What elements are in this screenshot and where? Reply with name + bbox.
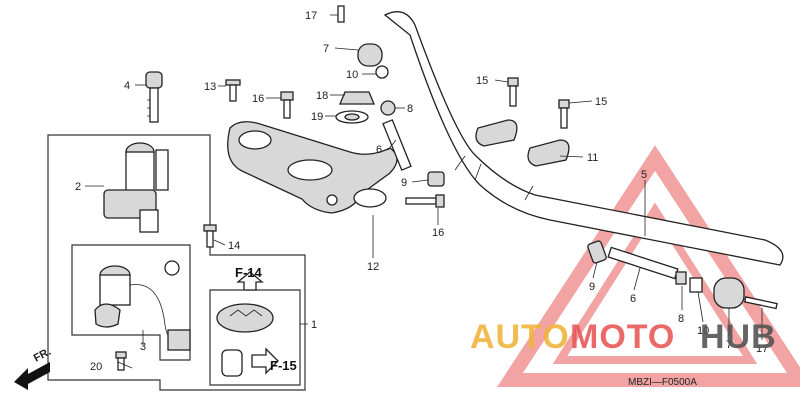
leader-lines [85, 14, 763, 369]
bolt-16-top [280, 91, 294, 119]
callout-10-bottom: 10 [697, 325, 709, 337]
handlebar-holders [475, 77, 570, 167]
callout-19: 19 [311, 111, 323, 123]
watermark-text: AUTO MOTO HUB [470, 318, 777, 356]
top-bridge [227, 121, 398, 214]
ignition-switch-sub-outline [71, 244, 191, 361]
watermark-part-moto: MOTO [570, 318, 675, 356]
callout-20: 20 [90, 361, 102, 373]
callout-2: 2 [75, 181, 81, 193]
front-direction-arrow [14, 362, 50, 390]
diagram-code: MBZI—F0500A [628, 377, 697, 388]
front-direction-label: FR. [32, 346, 53, 365]
watermark-part-hub: HUB [700, 318, 777, 356]
callout-16-side: 16 [432, 227, 444, 239]
screw-20 [115, 351, 127, 371]
callout-13: 13 [204, 81, 216, 93]
bolt-14 [203, 224, 217, 248]
handlebar [383, 11, 784, 266]
callout-8-top: 8 [407, 103, 413, 115]
callout-7-top: 7 [323, 43, 329, 55]
callout-10-top: 10 [346, 69, 358, 81]
callout-16-top: 16 [252, 93, 264, 105]
ref-label-f15: F-15 [270, 358, 297, 373]
callout-17-bottom: 17 [756, 343, 768, 355]
ignition-cap [216, 271, 279, 377]
cap-detail-outline [209, 289, 301, 386]
callout-15-right: 15 [595, 96, 607, 108]
callout-15-left: 15 [476, 75, 488, 87]
callout-7-bottom: 7 [726, 339, 732, 351]
callout-1: 1 [311, 319, 317, 331]
callout-6-bottom: 6 [630, 293, 636, 305]
callout-12: 12 [367, 261, 379, 273]
bolt-16-side [405, 194, 445, 208]
callout-6-top: 6 [376, 144, 382, 156]
callout-8-bottom: 8 [678, 313, 684, 325]
callout-3: 3 [140, 341, 146, 353]
ignition-switch-body [103, 142, 169, 233]
screw-13 [225, 79, 241, 102]
callout-5: 5 [641, 169, 647, 181]
callout-11: 11 [587, 152, 598, 164]
ignition-assembly-outline [47, 134, 306, 391]
callout-18: 18 [316, 90, 328, 102]
bar-end-assembly [587, 240, 778, 310]
callout-9-bottom: 9 [589, 281, 595, 293]
watermark-part-auto: AUTO [470, 318, 570, 356]
ref-label-f14: F-14 [235, 265, 263, 280]
ignition-inner-switch [94, 260, 191, 351]
stem-parts [335, 5, 445, 187]
key-part [145, 71, 163, 123]
callout-14: 14 [228, 240, 240, 252]
callout-9-top: 9 [401, 177, 407, 189]
callout-4: 4 [124, 80, 130, 92]
callout-17-top: 17 [305, 10, 317, 22]
